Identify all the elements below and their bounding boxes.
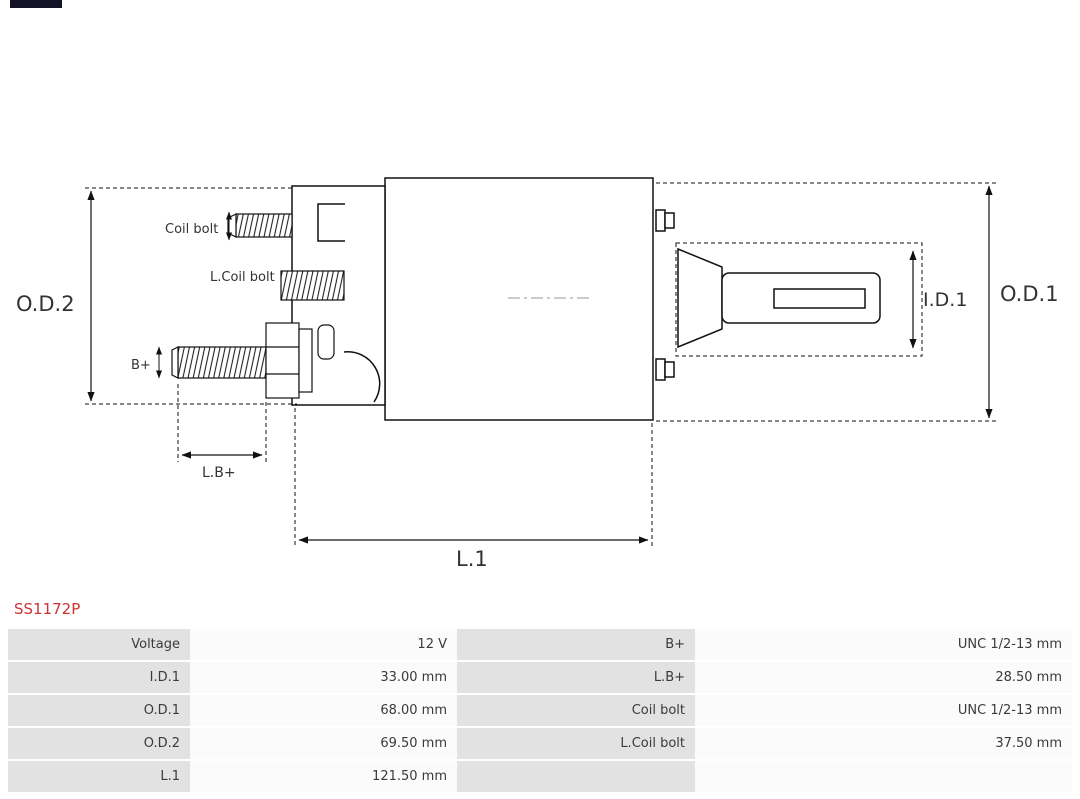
spec-value: 68.00 mm [190, 695, 457, 726]
terminal-tab-bottom [655, 358, 666, 381]
main-cylinder [384, 177, 654, 421]
terminal-tab-bottom-cap [664, 361, 675, 378]
product-code: SS1172P [14, 600, 81, 618]
dim-label-id1: I.D.1 [923, 289, 967, 311]
plunger-slot [773, 288, 866, 309]
spec-label: I.D.1 [8, 662, 190, 693]
spec-value: 12 V [190, 629, 457, 660]
dim-label-l-coil-bolt: L.Coil bolt [210, 270, 275, 285]
solenoid-diagram-svg: O.D.2 O.D.1 I.D.1 Coil bolt L.Coil bolt … [16, 177, 1059, 571]
spec-value: 69.50 mm [190, 728, 457, 759]
spec-value: 37.50 mm [695, 728, 1072, 759]
solenoid-body [291, 177, 881, 421]
spec-label: L.B+ [457, 662, 695, 693]
dim-label-od1: O.D.1 [1000, 282, 1059, 306]
flange-step [317, 203, 345, 242]
technical-diagram: O.D.2 O.D.1 I.D.1 Coil bolt L.Coil bolt … [16, 177, 1059, 571]
dim-label-l1: L.1 [456, 547, 488, 571]
spec-row: O.D.1 68.00 mm Coil bolt UNC 1/2-13 mm [8, 695, 1072, 726]
logo-fragment [10, 0, 62, 8]
dim-label-od2: O.D.2 [16, 292, 75, 316]
dim-label-b-plus: B+ [131, 358, 151, 373]
dimension-lines [85, 182, 996, 548]
spec-label: O.D.2 [8, 728, 190, 759]
b-plus-washer [298, 328, 313, 393]
dim-label-l-b-plus: L.B+ [202, 465, 236, 481]
terminal-tab-top [655, 209, 666, 232]
spec-row: O.D.2 69.50 mm L.Coil bolt 37.50 mm [8, 728, 1072, 759]
spec-row: Voltage 12 V B+ UNC 1/2-13 mm [8, 629, 1072, 660]
spec-value: UNC 1/2-13 mm [695, 695, 1072, 726]
spec-table: Voltage 12 V B+ UNC 1/2-13 mm I.D.1 33.0… [8, 627, 1072, 794]
spec-label: B+ [457, 629, 695, 660]
spec-label: Coil bolt [457, 695, 695, 726]
plunger-cone [677, 247, 723, 349]
b-plus-nut [265, 322, 300, 399]
flange-arc [343, 351, 381, 403]
spec-label: L.1 [8, 761, 190, 792]
terminal-tab-top-cap [664, 212, 675, 229]
b-plus-cap [317, 324, 335, 360]
dim-label-coil-bolt: Coil bolt [165, 222, 218, 237]
spec-label: Voltage [8, 629, 190, 660]
spec-value [695, 761, 1072, 792]
b-plus-bolt [171, 322, 335, 399]
spec-label: L.Coil bolt [457, 728, 695, 759]
spec-value: 33.00 mm [190, 662, 457, 693]
spec-row: I.D.1 33.00 mm L.B+ 28.50 mm [8, 662, 1072, 693]
coil-bolt-thread-block [280, 270, 345, 301]
spec-label [457, 761, 695, 792]
spec-label: O.D.1 [8, 695, 190, 726]
spec-row: L.1 121.50 mm [8, 761, 1072, 792]
spec-value: UNC 1/2-13 mm [695, 629, 1072, 660]
spec-value: 28.50 mm [695, 662, 1072, 693]
spec-value: 121.50 mm [190, 761, 457, 792]
